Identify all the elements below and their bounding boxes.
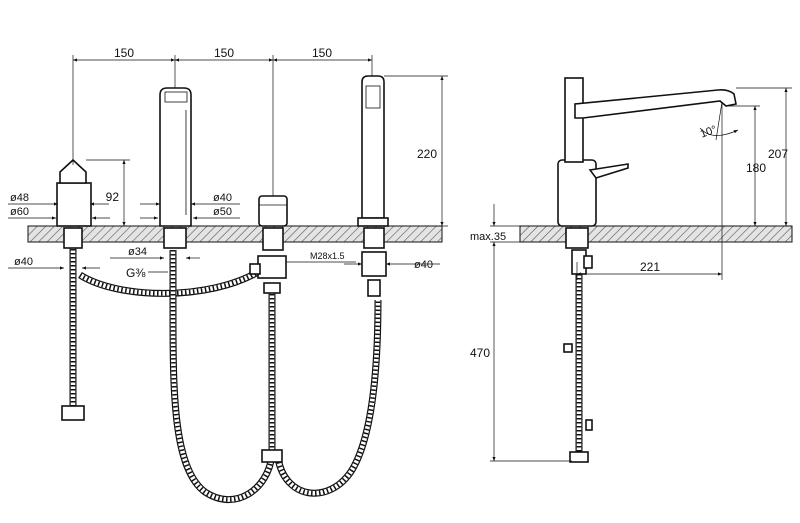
front-deck [27,225,443,243]
height-207-label: 207 [768,147,788,161]
dia-48-label: ø48 [10,192,29,204]
projection-label: 221 [640,260,660,274]
deck-thickness-dimension: max.35 [470,204,520,262]
dia-40-right-label: ø40 [414,259,433,271]
spacing-dimensions: 150 150 150 [73,46,372,62]
angle-dimension: 10° [699,101,739,141]
mixer-valve [56,158,92,421]
hand-shower [357,75,389,297]
side-body [557,77,737,275]
dia-50-label: ø50 [213,206,232,218]
hose-470-label: 470 [470,346,490,360]
spout-column [159,87,192,249]
spacing-label-3: 150 [312,46,332,60]
hose-shower-loop [274,299,382,497]
hose-spout-loop [169,250,276,504]
hose-left-to-diverter [78,268,260,297]
side-height-dimensions: 180 207 [596,87,792,227]
side-view: 10° 180 207 221 max.35 [470,77,793,463]
dia-60-label: ø60 [10,206,29,218]
height-220-dimension: 220 [417,76,444,226]
mixer-diameter-dimensions: ø48 ø60 [8,192,110,220]
spacing-label-1: 150 [114,46,134,60]
side-hose [563,250,593,463]
below-deck-dimensions: ø40 ø34 G⅜ M28x1.5 ø40 [8,246,440,280]
front-hoses [69,245,382,504]
height-180-label: 180 [746,161,766,175]
height-92-dimension: 92 [106,160,126,226]
side-deck [519,225,793,243]
hose-length-dimension: 470 [470,262,572,462]
thread-m28-label: M28x1.5 [310,251,345,261]
diverter [249,195,288,463]
dia-34-label: ø34 [128,246,147,258]
height-220-label: 220 [417,147,437,161]
spacing-label-2: 150 [214,46,234,60]
height-92-label: 92 [106,190,120,204]
spout-diameter-dimensions: ø40 ø50 [140,192,240,220]
dia-40-left-label: ø40 [14,256,33,268]
dia-40-spout-label: ø40 [213,192,232,204]
thread-g38-label: G⅜ [126,266,146,280]
front-extension-lines [72,55,448,227]
max-35-label: max.35 [470,231,506,243]
front-view: 150 150 150 220 92 ø48 ø60 [8,46,448,504]
projection-dimension: 221 [576,140,723,280]
angle-label: 10° [699,124,719,141]
